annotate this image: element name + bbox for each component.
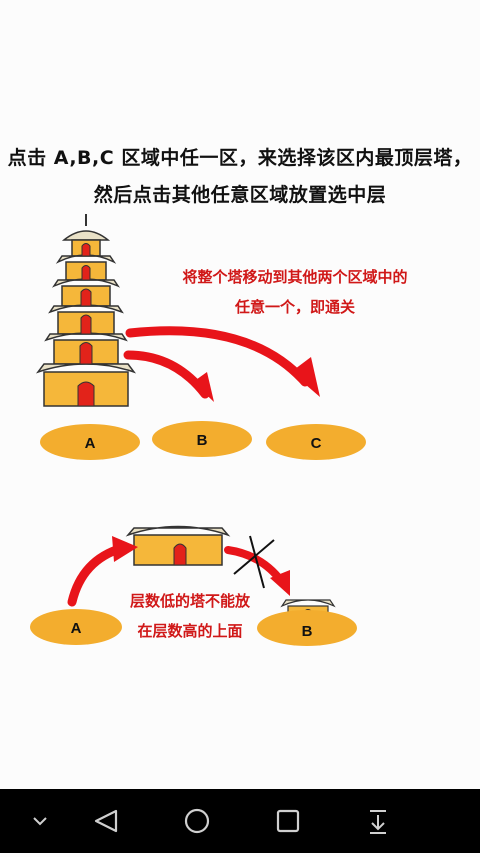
home-button[interactable] xyxy=(167,789,227,853)
recents-square-icon xyxy=(276,809,300,833)
recents-button[interactable] xyxy=(258,789,318,853)
zone-a-bottom-label: A xyxy=(71,620,82,637)
game-tutorial-screen: 点击 A,B,C 区域中任一区，来选择该区内最顶层塔， 然后点击其他任意区域放置… xyxy=(7,147,473,646)
system-navigation-bar xyxy=(0,789,480,853)
arrow-to-c xyxy=(125,326,310,387)
rule-note-line-2: 在层数高的上面 xyxy=(137,622,243,640)
goal-note-line-2: 任意一个，即通关 xyxy=(234,298,355,316)
zone-a-top[interactable]: A xyxy=(40,424,140,460)
instruction-line-1: 点击 A,B,C 区域中任一区，来选择该区内最顶层塔， xyxy=(7,147,473,169)
zone-b-top-label: B xyxy=(197,432,208,449)
large-tier-icon xyxy=(125,525,231,566)
pagoda-tower-icon xyxy=(35,214,137,407)
rule-note: 层数低的塔不能放 在层数高的上面 xyxy=(100,586,280,646)
back-triangle-icon xyxy=(94,809,118,833)
instruction-line-2: 然后点击其他任意区域放置选中层 xyxy=(93,184,387,206)
arrow-head-tier-icon xyxy=(112,536,138,562)
arrow-to-b xyxy=(123,350,210,399)
forbidden-arrow-head-icon xyxy=(270,570,290,596)
goal-note-line-1: 将整个塔移动到其他两个区域中的 xyxy=(182,268,408,286)
download-arrow-icon xyxy=(370,810,386,834)
back-button[interactable] xyxy=(76,789,136,853)
arrow-head-b-icon xyxy=(193,372,214,402)
zone-b-bottom[interactable]: B xyxy=(257,610,357,646)
tutorial-illustration: A B C xyxy=(30,214,366,646)
zone-b-top[interactable]: B xyxy=(152,421,252,457)
arrow-head-c-icon xyxy=(291,357,320,397)
rule-note-line-1: 层数低的塔不能放 xyxy=(129,592,250,610)
chevron-down-icon xyxy=(33,817,47,826)
zone-a-top-label: A xyxy=(85,435,96,452)
home-circle-icon xyxy=(184,808,210,834)
zone-c-top-label: C xyxy=(311,435,322,452)
zone-a-bottom[interactable]: A xyxy=(30,609,122,645)
collapse-button[interactable] xyxy=(10,789,70,853)
zone-b-bottom-label: B xyxy=(302,623,313,640)
download-button[interactable] xyxy=(348,789,408,853)
goal-note: 将整个塔移动到其他两个区域中的 任意一个，即通关 xyxy=(150,262,440,322)
cross-mark-icon xyxy=(233,535,275,589)
zone-c-top[interactable]: C xyxy=(266,424,366,460)
